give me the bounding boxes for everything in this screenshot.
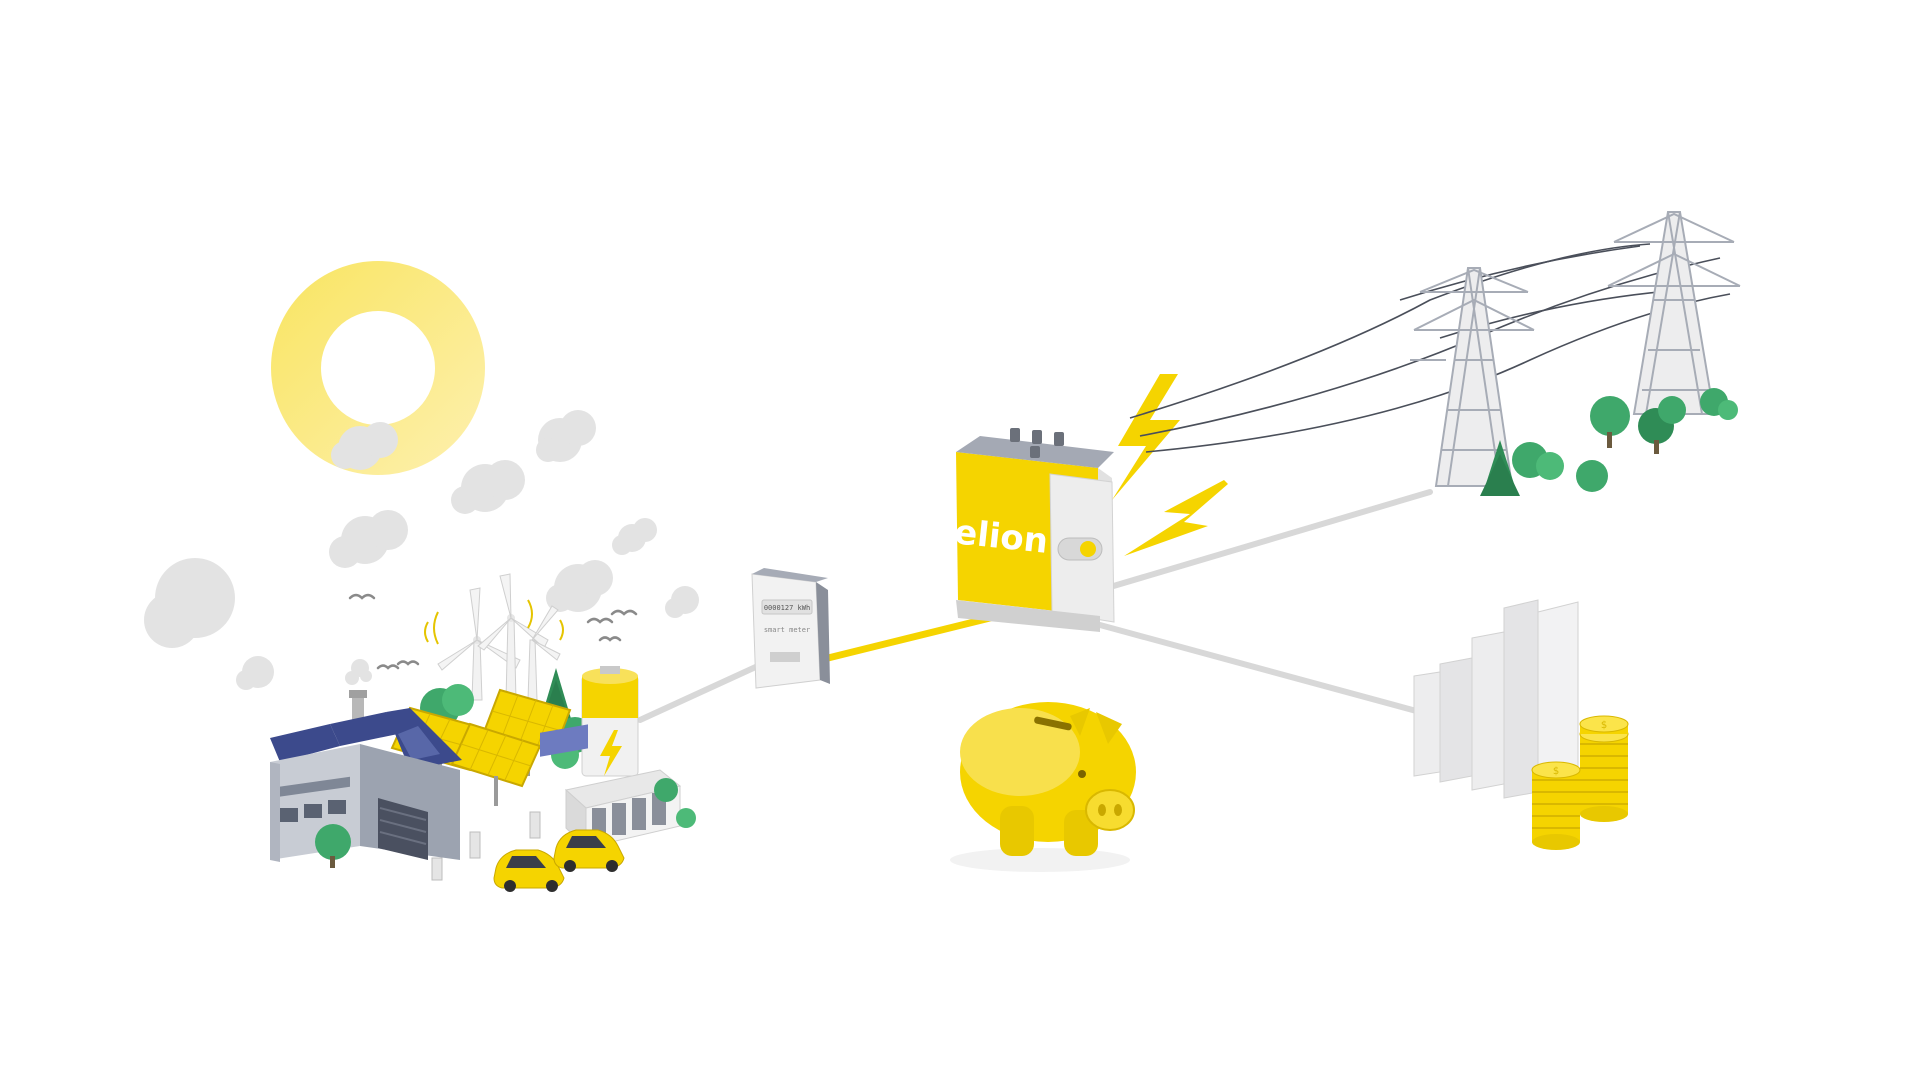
solar-panel-icon [450, 722, 542, 806]
lightning [1112, 374, 1228, 556]
lightning-bolt-icon [1124, 480, 1228, 556]
birds [348, 593, 638, 670]
bird-icon [610, 609, 638, 616]
lightning-bolt-icon [1112, 374, 1180, 500]
smoke-icon [345, 659, 372, 685]
battery-icon [581, 666, 639, 777]
bird-icon [598, 636, 622, 642]
bar-chart-icon [1413, 599, 1579, 801]
electric-car-icon [553, 829, 625, 872]
cloud-icon [236, 656, 274, 690]
line-battery-meter [637, 662, 763, 723]
cloud-icon [546, 560, 613, 612]
cloud-icon [329, 510, 408, 568]
bird-icon [376, 664, 400, 670]
cloud-icon [451, 460, 525, 514]
ev-charger-icon [469, 831, 481, 859]
connection-lines [637, 489, 1433, 723]
ev-charging [431, 811, 625, 892]
ev-charger-icon [431, 857, 443, 881]
coin-symbol: $ [1601, 720, 1607, 731]
coin-stack-icon: $ [1531, 761, 1581, 850]
coin-stack-icon: $ [1579, 715, 1629, 822]
line-meter-inverter [816, 614, 994, 664]
line-inverter-grid [1097, 489, 1433, 593]
trees-grid [1480, 388, 1738, 496]
meter-reading: 0000127 kWh [764, 604, 810, 612]
motion-lines [424, 599, 564, 645]
elion-box-icon: elion [952, 428, 1115, 632]
meter-sub-label: smart meter [764, 626, 810, 634]
clouds [144, 410, 699, 690]
cloud-icon [612, 518, 657, 555]
wind-turbine-icon [527, 605, 561, 701]
elion-logo: elion [952, 512, 1050, 562]
battery-storage [564, 769, 696, 850]
bird-icon [348, 593, 376, 600]
transmission-tower-icon [1607, 211, 1741, 415]
coin-symbol: $ [1553, 766, 1559, 777]
wind-turbine-icon [477, 573, 549, 701]
line-inverter-savings [1097, 622, 1423, 715]
cloud-icon [144, 558, 235, 648]
electric-car-icon [493, 849, 565, 892]
coin-stacks: $ $ [1531, 715, 1629, 850]
tree-icon [1590, 396, 1630, 436]
bird-icon [586, 617, 614, 624]
ev-charger-icon [529, 811, 541, 839]
transmission-towers [1410, 211, 1741, 487]
tree-icon [315, 824, 351, 860]
tree-icon [1576, 460, 1608, 492]
cloud-icon [665, 586, 699, 618]
smart-meter-icon: 0000127 kWh smart meter [751, 568, 830, 689]
bird-icon [396, 660, 420, 666]
factory-icon [270, 690, 588, 868]
wind-turbines [424, 573, 564, 701]
cloud-icon [331, 422, 398, 470]
piggy-bank-icon [950, 702, 1136, 872]
cloud-icon [536, 410, 596, 462]
